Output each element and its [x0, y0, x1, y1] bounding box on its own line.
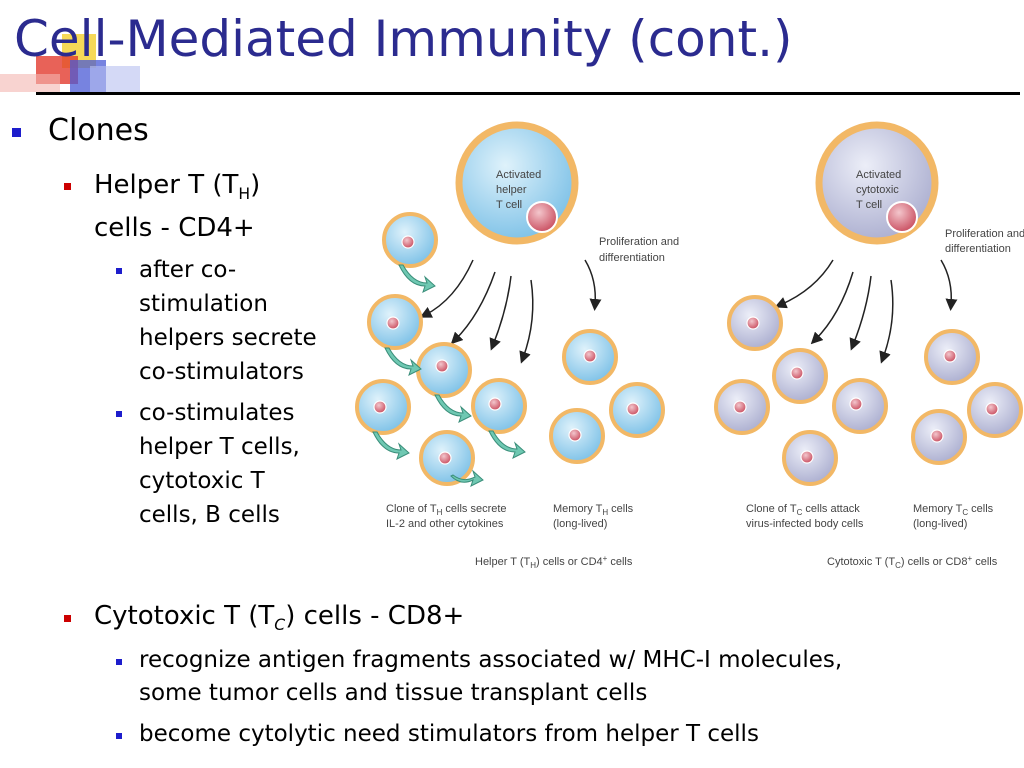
text-line: stimulation [139, 291, 268, 317]
helper-memory-label: Memory TH cells [553, 503, 634, 517]
text-line: cells, B cells [139, 502, 280, 528]
activated-cytotoxic-label: T cell [856, 199, 882, 211]
arrow [519, 279, 534, 364]
bullet-clones: Clones [48, 113, 149, 148]
proliferation-label: differentiation [599, 252, 665, 264]
activated-helper-label: Activated [496, 169, 541, 181]
text-line: cytotoxic T [139, 468, 265, 494]
title-decoration [0, 34, 140, 92]
cytotoxic-caption: Cytotoxic T (TC) cells or CD8+ cells [827, 554, 998, 570]
cytotoxic-memory-label: (long-lived) [913, 518, 967, 530]
bullet-costimulates: co-stimulates helper T cells, cytotoxic … [139, 396, 300, 532]
helper-memory-cells [549, 329, 665, 464]
bullet-marker [116, 659, 122, 665]
cytotoxic-clone-cells [714, 295, 888, 486]
text-line: co-stimulates [139, 400, 295, 426]
title-underline [36, 92, 1020, 95]
helper-clone-label: Clone of TH cells secrete [386, 503, 507, 517]
helper-clone-cells [355, 212, 527, 486]
activated-cytotoxic-cell: Activated cytotoxic T cell [815, 121, 939, 245]
cytotoxic-clone-label: virus-infected body cells [746, 518, 864, 530]
bullet-cytotoxic-t: Cytotoxic T (TC) cells - CD8+ [94, 599, 464, 642]
text-line: after co- [139, 257, 237, 283]
helper-t-cd4: cells - CD4+ [94, 213, 255, 244]
arrow [810, 271, 854, 345]
cytotoxic-memory-cells [911, 329, 1023, 465]
text-line: helper T cells, [139, 434, 300, 460]
helper-clone-label: IL-2 and other cytokines [386, 518, 504, 530]
arrow [940, 259, 958, 311]
slide-title: Cell-Mediated Immunity (cont.) [14, 10, 793, 68]
cytotoxic-t-text: Cytotoxic T (T [94, 601, 275, 631]
bullet-marker [116, 733, 122, 739]
text-line: some tumor cells and tissue transplant c… [139, 680, 648, 706]
arrow [774, 259, 834, 309]
activated-helper-cell: Activated helper T cell [455, 121, 579, 245]
proliferation-label: Proliferation and [945, 228, 1024, 240]
bullet-marker [116, 411, 122, 417]
cytotoxic-clone-label: Clone of TC cells attack [746, 503, 860, 517]
bullet-recognize-antigen: recognize antigen fragments associated w… [139, 644, 842, 710]
text-line: helpers secrete [139, 325, 317, 351]
activated-cytotoxic-label: cytotoxic [856, 184, 899, 196]
bullet-marker [116, 268, 122, 274]
proliferation-label: Proliferation and [599, 236, 679, 248]
activated-helper-label: T cell [496, 199, 522, 211]
cytokine-arrows [372, 264, 526, 487]
helper-caption: Helper T (TH) cells or CD4+ cells [475, 554, 633, 570]
bullet-marker [64, 183, 71, 190]
helper-t-subscript: H [238, 185, 251, 204]
bullet-marker [64, 615, 71, 622]
helper-t-text: Helper T (T [94, 170, 239, 200]
text-line: co-stimulators [139, 359, 304, 385]
cytotoxic-panel: Activated cytotoxic T cell Proliferation… [714, 121, 1024, 570]
bullet-after-costimulation: after co- stimulation helpers secrete co… [139, 253, 317, 389]
bullet-become-cytolytic: become cytolytic need stimulators from h… [139, 721, 759, 747]
activated-helper-label: helper [496, 184, 527, 196]
bullet-marker [12, 128, 21, 137]
bullet-helper-t: Helper T (TH) cells - CD4+ [94, 168, 260, 245]
arrow [849, 275, 872, 351]
t-cell-clone-diagram: Activated helper T cell Proliferation an… [355, 121, 1024, 570]
cytotoxic-t-text-end: ) cells - CD8+ [285, 601, 465, 631]
arrow [450, 271, 496, 345]
text-line: recognize antigen fragments associated w… [139, 647, 843, 673]
proliferation-label: differentiation [945, 243, 1011, 255]
helper-panel: Activated helper T cell Proliferation an… [355, 121, 679, 570]
helper-memory-label: (long-lived) [553, 518, 607, 530]
arrow [489, 275, 512, 351]
arrow [584, 259, 602, 311]
cytotoxic-t-subscript: C [274, 616, 286, 635]
helper-t-text-end: ) [250, 170, 261, 200]
cytotoxic-memory-label: Memory TC cells [913, 503, 994, 517]
arrow [419, 259, 474, 318]
activated-cytotoxic-label: Activated [856, 169, 901, 181]
arrow [879, 279, 894, 364]
